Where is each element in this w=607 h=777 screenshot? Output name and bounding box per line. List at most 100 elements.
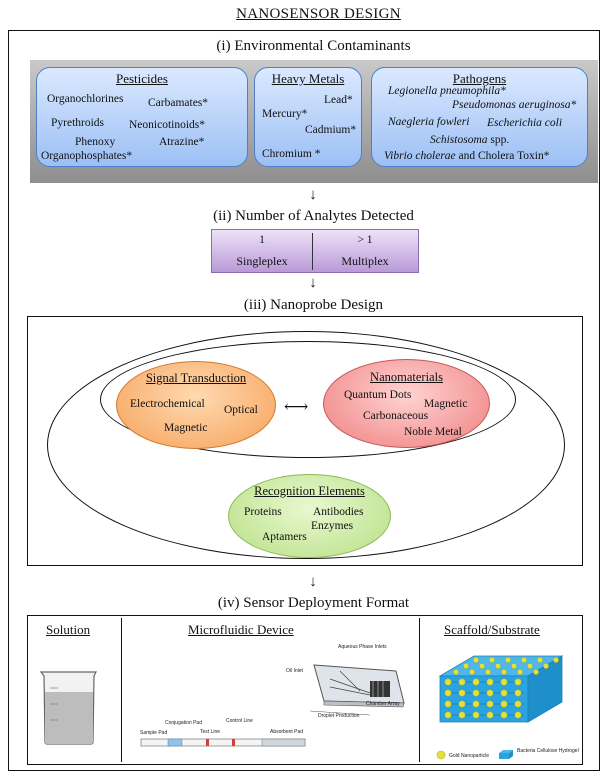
gold-nanoparticle xyxy=(444,678,452,686)
gold-nanoparticle xyxy=(500,689,508,697)
gold-nanoparticle xyxy=(500,711,508,719)
gold-nanoparticle xyxy=(472,689,480,697)
gold-nanoparticle xyxy=(469,669,475,675)
pathogen-item: Naegleria fowleri xyxy=(388,116,470,128)
gold-nanoparticle xyxy=(511,663,517,669)
gold-nanoparticle xyxy=(444,700,452,708)
microfluidic-label: Microfluidic Device xyxy=(188,622,294,637)
analytes-box xyxy=(211,229,419,273)
section-i-heading: (i) Environmental Contaminants xyxy=(216,38,411,54)
gold-nanoparticle xyxy=(486,711,494,719)
pesticide-item: Organophosphates* xyxy=(41,150,133,162)
gold-nanoparticle xyxy=(514,711,522,719)
signal-transduction-title: Signal Transduction xyxy=(145,371,247,385)
gold-nanoparticle xyxy=(486,689,494,697)
strip-label: Test Line xyxy=(200,729,221,735)
chip-label: Chamber Array xyxy=(366,701,400,707)
nanomaterial-item: Carbonaceous xyxy=(363,410,429,422)
gold-nanoparticle xyxy=(458,700,466,708)
pathogen-item: Pseudomonas aeruginosa* xyxy=(452,99,577,111)
solution-label: Solution xyxy=(46,622,91,637)
gold-nanoparticle xyxy=(453,669,459,675)
gold-nanoparticle xyxy=(486,700,494,708)
down-arrow-icon: ↓ xyxy=(309,187,317,203)
recognition-item: Aptamers xyxy=(262,531,307,543)
section-ii-heading: (ii) Number of Analytes Detected xyxy=(213,208,414,224)
heavy-metals-box: Heavy Metals xyxy=(254,67,362,167)
chip-label: Droplet Production xyxy=(318,713,360,719)
down-arrow-icon: ↓ xyxy=(309,275,317,291)
nanomaterials-title: Nanomaterials xyxy=(370,370,443,384)
pathogen-item: Legionella pneumophila* xyxy=(388,85,506,97)
gold-nanoparticle xyxy=(444,711,452,719)
gold-nanoparticle xyxy=(486,678,494,686)
pesticide-item: Organochlorines xyxy=(47,93,124,105)
metal-item: Lead* xyxy=(324,94,353,106)
pathogen-species: Vibrio cholerae xyxy=(384,150,456,162)
microfluidic-chip-icon xyxy=(309,664,405,716)
gold-nanoparticle xyxy=(479,663,485,669)
strip-label: Sample Pad xyxy=(140,730,168,736)
scaffold-label: Scaffold/Substrate xyxy=(444,622,540,637)
legend-label: Bacteria Cellulose Hydrogel xyxy=(517,748,579,754)
recognition-item: Antibodies xyxy=(313,506,364,518)
nanoprobe-inner-ellipse xyxy=(100,341,516,458)
gold-nanoparticle xyxy=(458,711,466,719)
pathogen-suffix: and Cholera Toxin* xyxy=(455,150,550,162)
gold-nanoparticle xyxy=(537,657,543,663)
pesticides-title: Pesticides xyxy=(116,71,168,86)
gold-nanoparticle xyxy=(472,711,480,719)
gold-nanoparticle xyxy=(505,657,511,663)
strip-label: Conjugation Pad xyxy=(165,720,202,726)
gold-nanoparticle xyxy=(458,689,466,697)
recognition-elements-ellipse xyxy=(228,474,391,558)
deployment-divider xyxy=(121,618,122,762)
deployment-frame xyxy=(27,615,583,765)
nanomaterial-item: Quantum Dots xyxy=(344,389,412,401)
gold-nanoparticle xyxy=(533,669,539,675)
recognition-item: Enzymes xyxy=(311,520,354,532)
deployment-divider xyxy=(419,618,420,762)
pesticide-item: Phenoxy xyxy=(75,136,116,148)
gold-nanoparticle xyxy=(553,657,559,663)
lateral-flow-strip-icon xyxy=(140,738,306,747)
strip-label: Control Line xyxy=(226,718,253,724)
nanoprobe-outer-ellipse xyxy=(47,331,565,559)
scaffold-cube-icon xyxy=(438,655,564,723)
signal-item: Optical xyxy=(224,404,258,416)
chip-label: Aqueous Phase Inlets xyxy=(338,644,387,650)
pathogens-title: Pathogens xyxy=(452,71,507,86)
gold-nanoparticle xyxy=(514,700,522,708)
gold-nanoparticle xyxy=(485,669,491,675)
section-iv-heading: (iv) Sensor Deployment Format xyxy=(217,595,410,611)
gold-nanoparticle xyxy=(501,669,507,675)
multiplex-label: Multiplex xyxy=(341,254,389,268)
gold-nanoparticle xyxy=(500,678,508,686)
pesticides-box: Pesticides xyxy=(36,67,248,167)
metal-item: Chromium * xyxy=(262,148,321,160)
nanomaterial-item: Noble Metal xyxy=(404,426,462,438)
singleplex-label: Singleplex xyxy=(236,254,288,268)
gold-nanoparticle xyxy=(527,663,533,669)
gold-nanoparticle xyxy=(514,678,522,686)
gold-nanoparticle xyxy=(472,678,480,686)
section-iii-heading: (iii) Nanoprobe Design xyxy=(243,297,384,313)
gold-nanoparticle xyxy=(458,678,466,686)
gold-nanoparticle xyxy=(543,663,549,669)
gold-nanoparticle xyxy=(472,700,480,708)
gold-nanoparticle xyxy=(514,689,522,697)
double-arrow-icon: ⟷ xyxy=(284,397,309,416)
pathogen-item: Schistosoma spp. xyxy=(430,134,509,146)
nanoprobe-frame xyxy=(27,316,583,566)
beaker-icon xyxy=(39,671,97,745)
chip-label: Oil Inlet xyxy=(286,668,303,674)
gold-nanoparticle xyxy=(463,663,469,669)
pesticide-item: Carbamates* xyxy=(148,97,209,109)
gold-nanoparticle xyxy=(495,663,501,669)
metal-item: Cadmium* xyxy=(305,124,357,136)
recognition-elements-title: Recognition Elements xyxy=(254,484,365,498)
gold-nanoparticle xyxy=(521,657,527,663)
gold-nanoparticle-swatch xyxy=(436,750,446,760)
recognition-item: Proteins xyxy=(244,506,282,518)
hydrogel-swatch xyxy=(499,750,513,759)
